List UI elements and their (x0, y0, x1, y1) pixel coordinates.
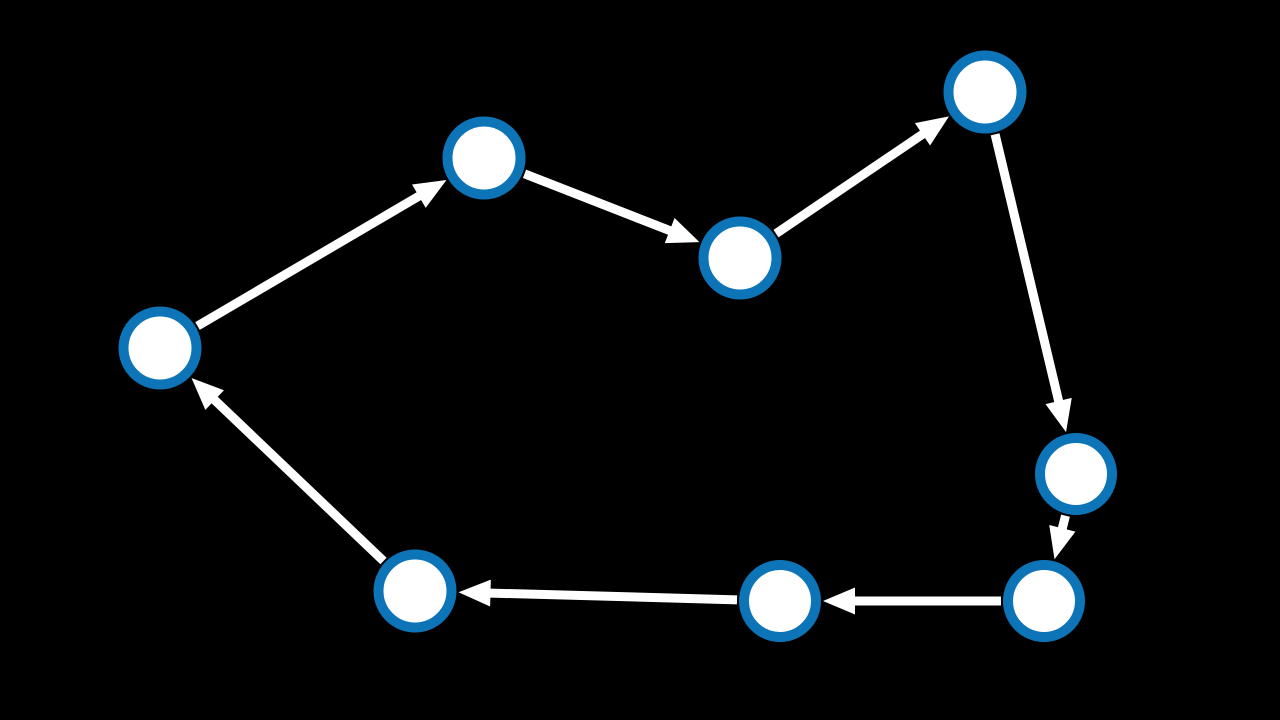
edge-arrowhead (823, 587, 855, 615)
node-circle[interactable] (739, 560, 821, 642)
edge-n1-to-n2[interactable] (195, 180, 447, 330)
node-circle[interactable] (118, 306, 202, 390)
edge-n5-to-n6[interactable] (1049, 514, 1076, 560)
node-circle[interactable] (373, 549, 457, 633)
node-layer (118, 50, 1117, 642)
edge-arrowhead (664, 217, 700, 244)
graph-node-n8[interactable] (373, 549, 457, 633)
graph-node-n4[interactable] (943, 50, 1027, 134)
edge-shaft (773, 125, 933, 238)
edge-arrowhead (191, 378, 224, 410)
edge-arrowhead (914, 116, 949, 146)
edge-n8-to-n1[interactable] (191, 378, 387, 565)
graph-node-n1[interactable] (118, 306, 202, 390)
node-circle[interactable] (442, 116, 526, 200)
graph-node-n6[interactable] (1003, 560, 1085, 642)
node-circle[interactable] (1003, 560, 1085, 642)
node-circle[interactable] (698, 216, 782, 300)
graph-node-n3[interactable] (698, 216, 782, 300)
graph-node-n7[interactable] (739, 560, 821, 642)
edge-n7-to-n8[interactable] (458, 579, 738, 607)
edge-n4-to-n5[interactable] (990, 133, 1072, 433)
edge-arrowhead (412, 180, 447, 208)
edge-layer (191, 116, 1076, 615)
edge-arrowhead (1049, 524, 1076, 560)
node-circle[interactable] (943, 50, 1027, 134)
edge-arrowhead (458, 579, 491, 607)
edge-shaft (195, 187, 429, 330)
edge-n3-to-n4[interactable] (773, 116, 949, 238)
edge-shaft (990, 133, 1066, 411)
graph-node-n2[interactable] (442, 116, 526, 200)
edge-n6-to-n7[interactable] (823, 587, 1001, 615)
edge-shaft (481, 588, 738, 605)
edge-n2-to-n3[interactable] (522, 169, 700, 244)
graph-node-n5[interactable] (1035, 433, 1117, 515)
node-circle[interactable] (1035, 433, 1117, 515)
edge-shaft (205, 390, 387, 565)
edge-shaft (522, 169, 680, 238)
edge-arrowhead (1045, 397, 1072, 433)
